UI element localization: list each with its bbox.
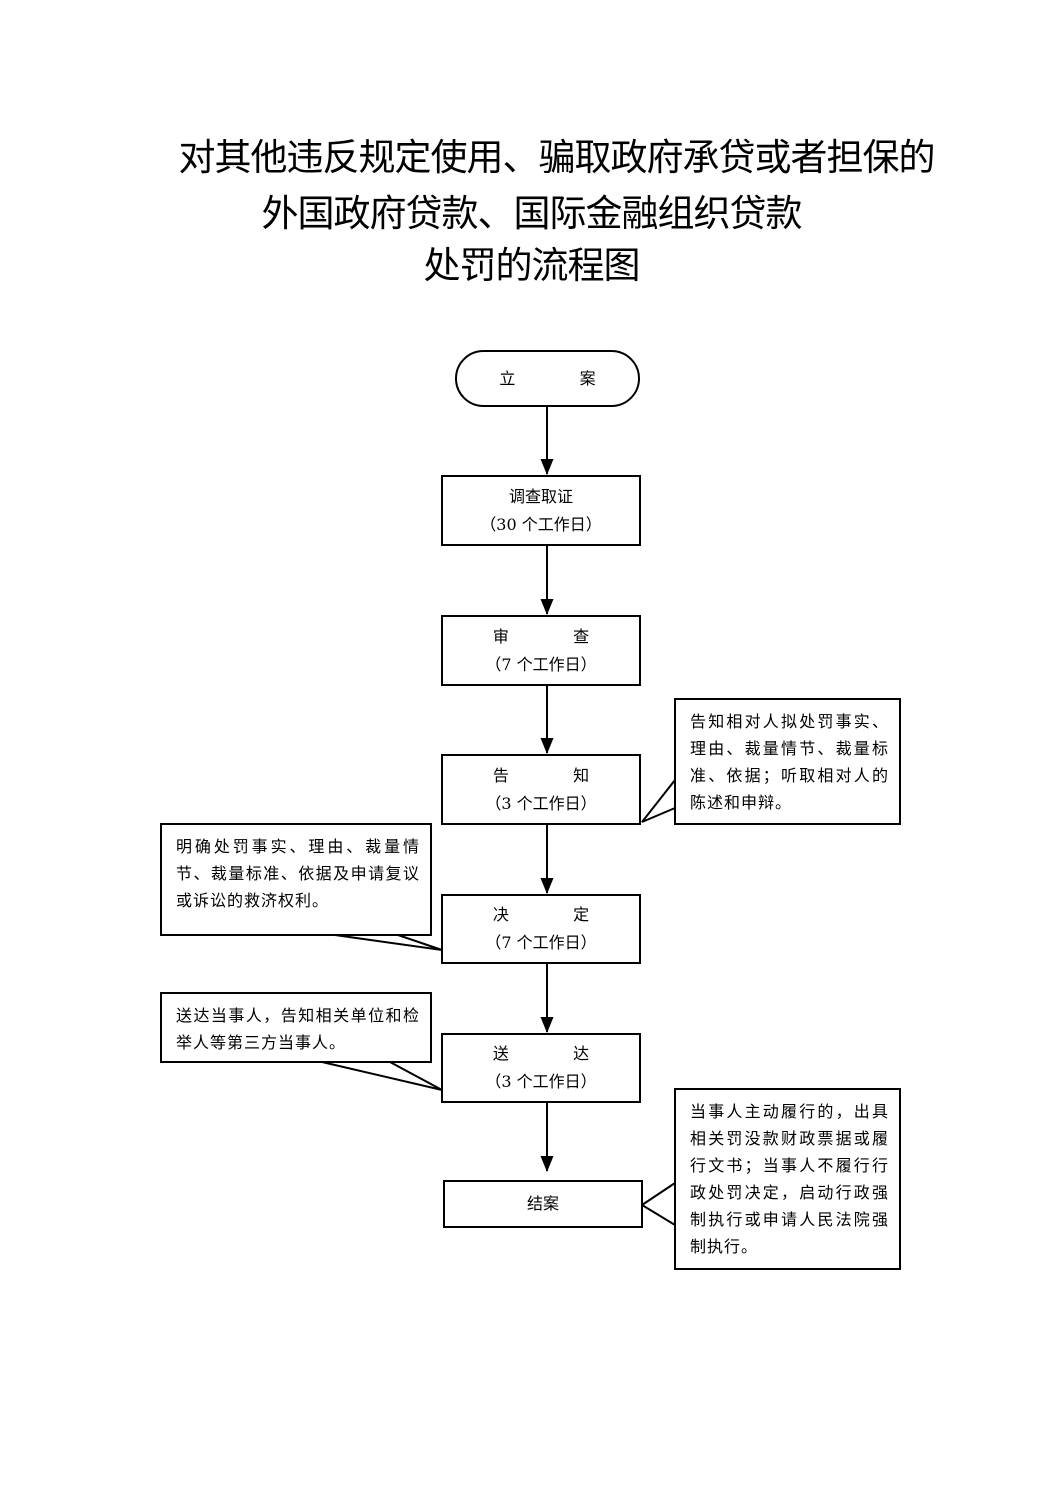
step-decide-label: 决 定: [492, 905, 608, 924]
callout-pointer-decide: [334, 934, 443, 951]
step-deliver: 送 达 （3 个工作日）: [441, 1033, 641, 1103]
step-file-case-label: 立 案: [499, 368, 614, 388]
step-close-case: 结案: [443, 1180, 643, 1228]
note-decide: 明确处罚事实、理由、裁量情节、裁量标准、依据及申请复议或诉讼的救济权利。: [160, 823, 432, 936]
step-review: 审 查 （7 个工作日）: [441, 615, 641, 686]
title-line-2: 外国政府贷款、国际金融组织贷款: [261, 192, 803, 235]
arrowhead-1: [540, 459, 554, 475]
note-notify: 告知相对人拟处罚事实、理由、裁量情节、裁量标准、依据；听取相对人的陈述和申辩。: [674, 698, 901, 825]
step-notify-label: 告 知: [492, 765, 608, 785]
step-notify-duration: （3 个工作日）: [485, 793, 597, 813]
step-notify: 告 知 （3 个工作日）: [441, 754, 641, 825]
step-deliver-label: 送 达: [492, 1044, 608, 1063]
callout-pointer-notify: [641, 779, 676, 823]
step-decide: 决 定 （7 个工作日）: [441, 894, 641, 964]
arrowhead-3: [540, 738, 554, 754]
note-deliver: 送达当事人，告知相关单位和检举人等第三方当事人。: [160, 992, 432, 1063]
arrowhead-2: [540, 599, 554, 615]
callout-pointer-deliver: [321, 1061, 443, 1091]
step-review-label: 审 查: [492, 626, 608, 646]
callout-pointer-close: [640, 1182, 676, 1226]
arrowhead-5: [540, 1017, 554, 1033]
step-decide-duration: （7 个工作日）: [485, 933, 597, 952]
step-investigate: 调查取证 （30 个工作日）: [441, 475, 641, 546]
title-line-3: 处罚的流程图: [423, 244, 641, 287]
step-investigate-label: 调查取证: [508, 486, 573, 506]
title-line-1: 对其他违反规定使用、骗取政府承贷或者担保的: [178, 136, 936, 179]
step-close-case-label: 结案: [526, 1194, 559, 1213]
step-review-duration: （7 个工作日）: [485, 654, 597, 674]
note-close: 当事人主动履行的，出具相关罚没款财政票据或履行文书；当事人不履行行政处罚决定，启…: [674, 1088, 901, 1270]
arrowhead-6: [540, 1156, 554, 1172]
arrowhead-4: [540, 878, 554, 894]
step-investigate-duration: （30 个工作日）: [480, 514, 602, 534]
step-file-case: 立 案: [455, 350, 640, 407]
step-deliver-duration: （3 个工作日）: [485, 1072, 597, 1091]
